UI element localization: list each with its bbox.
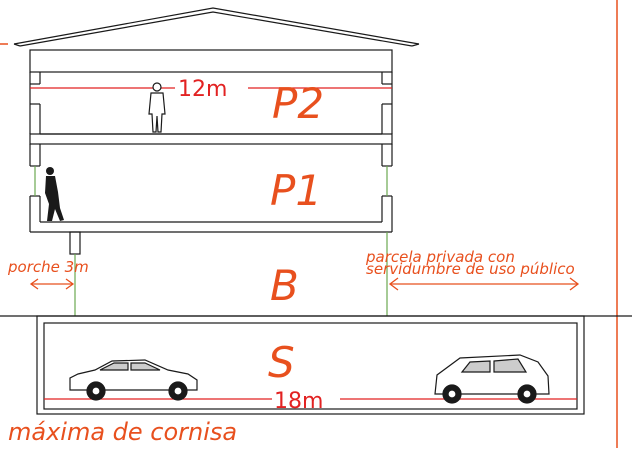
floor-label-b: B bbox=[270, 261, 299, 310]
floor-label-p2: P2 bbox=[272, 79, 324, 128]
parcela-arrow bbox=[388, 277, 580, 291]
floor-label-s: S bbox=[268, 338, 295, 387]
dimension-label-12m: 12m bbox=[178, 77, 227, 102]
basement bbox=[36, 315, 585, 415]
porche-label: porche 3m bbox=[7, 258, 89, 276]
parcela-label-line2: servidumbre de uso público bbox=[366, 260, 575, 278]
porche-guides bbox=[34, 166, 388, 316]
footer-label: máxima de cornisa bbox=[8, 418, 237, 446]
dimension-label-18m: 18m bbox=[274, 389, 323, 414]
compact-car-icon bbox=[434, 354, 550, 404]
person-walking-icon bbox=[45, 167, 64, 221]
floor-label-p1: P1 bbox=[270, 166, 322, 215]
person-standing-icon bbox=[148, 82, 166, 133]
sedan-car-icon bbox=[69, 359, 198, 401]
porche-arrow bbox=[29, 278, 75, 290]
parcela-label-line1: parcela privada con bbox=[365, 248, 515, 266]
roof bbox=[13, 7, 420, 47]
building-shell bbox=[29, 49, 393, 255]
dimension-lines bbox=[30, 87, 577, 400]
